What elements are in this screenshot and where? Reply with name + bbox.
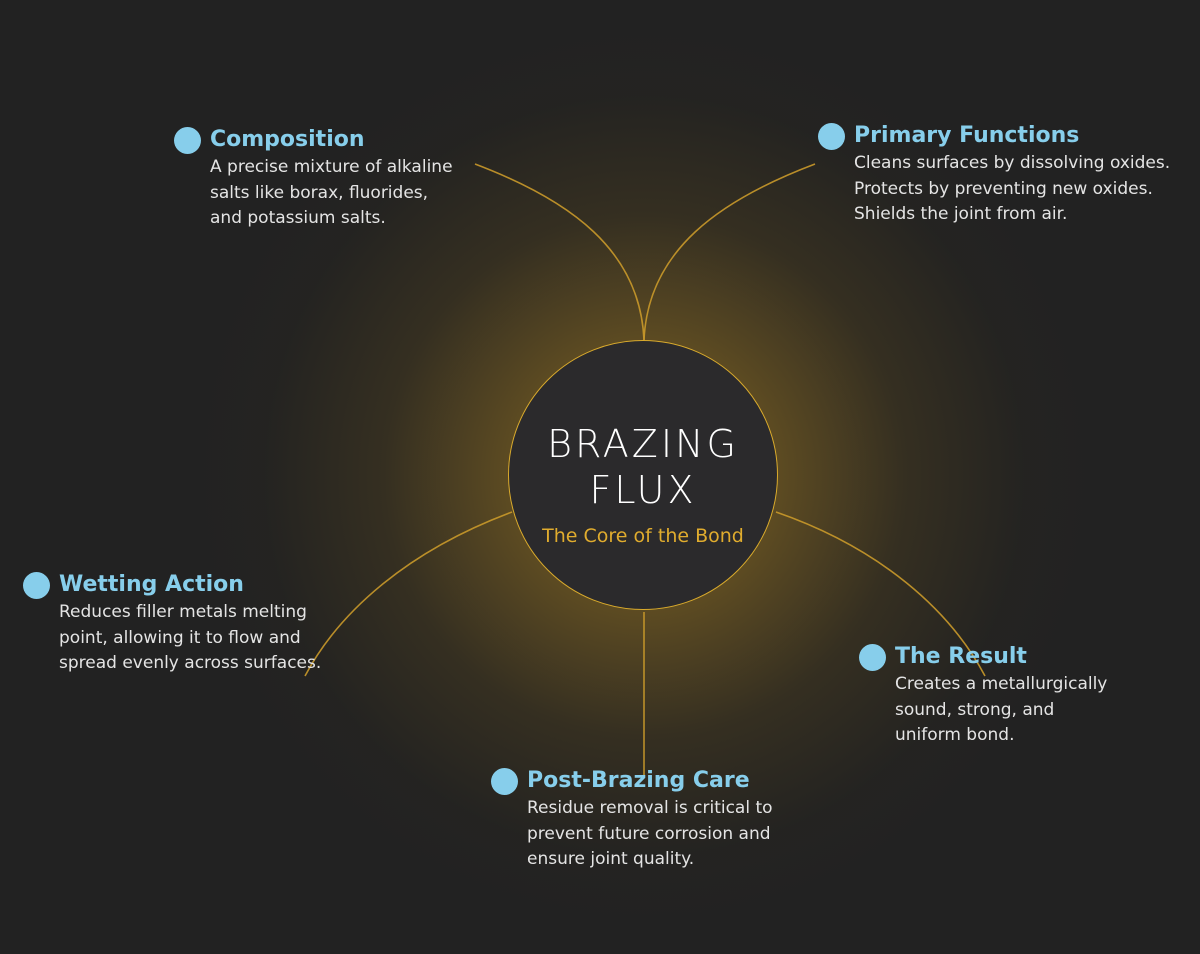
node-title: Post-Brazing Care (527, 768, 750, 793)
desc-line: Shields the joint from air. (854, 204, 1068, 224)
bullet-dot-icon (23, 572, 50, 599)
desc-line: Creates a metallurgically (895, 674, 1108, 694)
node-title: The Result (895, 644, 1027, 669)
node-description: Reduces filler metals melting point, all… (59, 600, 321, 677)
hub-title: BRAZING FLUX (509, 421, 777, 513)
desc-line: prevent future corrosion and (527, 823, 771, 844)
desc-line: Reduces filler metals melting (59, 602, 307, 622)
desc-line: salts like borax, fluorides, (210, 182, 429, 203)
central-hub: BRAZING FLUX The Core of the Bond (508, 340, 778, 610)
hub-title-line1: BRAZING (547, 422, 739, 466)
hub-title-line2: FLUX (589, 468, 697, 512)
hub-subtitle: The Core of the Bond (542, 525, 744, 547)
desc-line: A precise mixture of alkaline (210, 157, 453, 177)
node-description: Creates a metallurgically sound, strong,… (895, 672, 1107, 749)
connector-wetting-action (304, 511, 513, 677)
bullet-dot-icon (859, 644, 886, 671)
desc-line: Protects by preventing new oxides. (854, 178, 1153, 199)
node-description: Cleans surfaces by dissolving oxides. Pr… (854, 151, 1170, 228)
desc-line: Cleans surfaces by dissolving oxides. (854, 153, 1171, 173)
desc-line: spread evenly across surfaces. (59, 653, 322, 673)
connector-primary-functions (643, 163, 816, 341)
node-description: A precise mixture of alkaline salts like… (210, 155, 453, 232)
bullet-dot-icon (174, 127, 201, 154)
desc-line: and potassium salts. (210, 208, 386, 228)
bullet-dot-icon (491, 768, 518, 795)
node-description: Residue removal is critical to prevent f… (527, 796, 773, 873)
desc-line: point, allowing it to flow and (59, 627, 301, 648)
node-title: Primary Functions (854, 123, 1080, 148)
connector-the-result (775, 511, 986, 677)
desc-line: sound, strong, and (895, 699, 1055, 720)
desc-line: Residue removal is critical to (527, 798, 773, 818)
bullet-dot-icon (818, 123, 845, 150)
connector-composition (474, 163, 645, 341)
node-title: Composition (210, 127, 365, 152)
node-title: Wetting Action (59, 572, 244, 597)
desc-line: uniform bond. (895, 725, 1015, 745)
desc-line: ensure joint quality. (527, 849, 695, 869)
